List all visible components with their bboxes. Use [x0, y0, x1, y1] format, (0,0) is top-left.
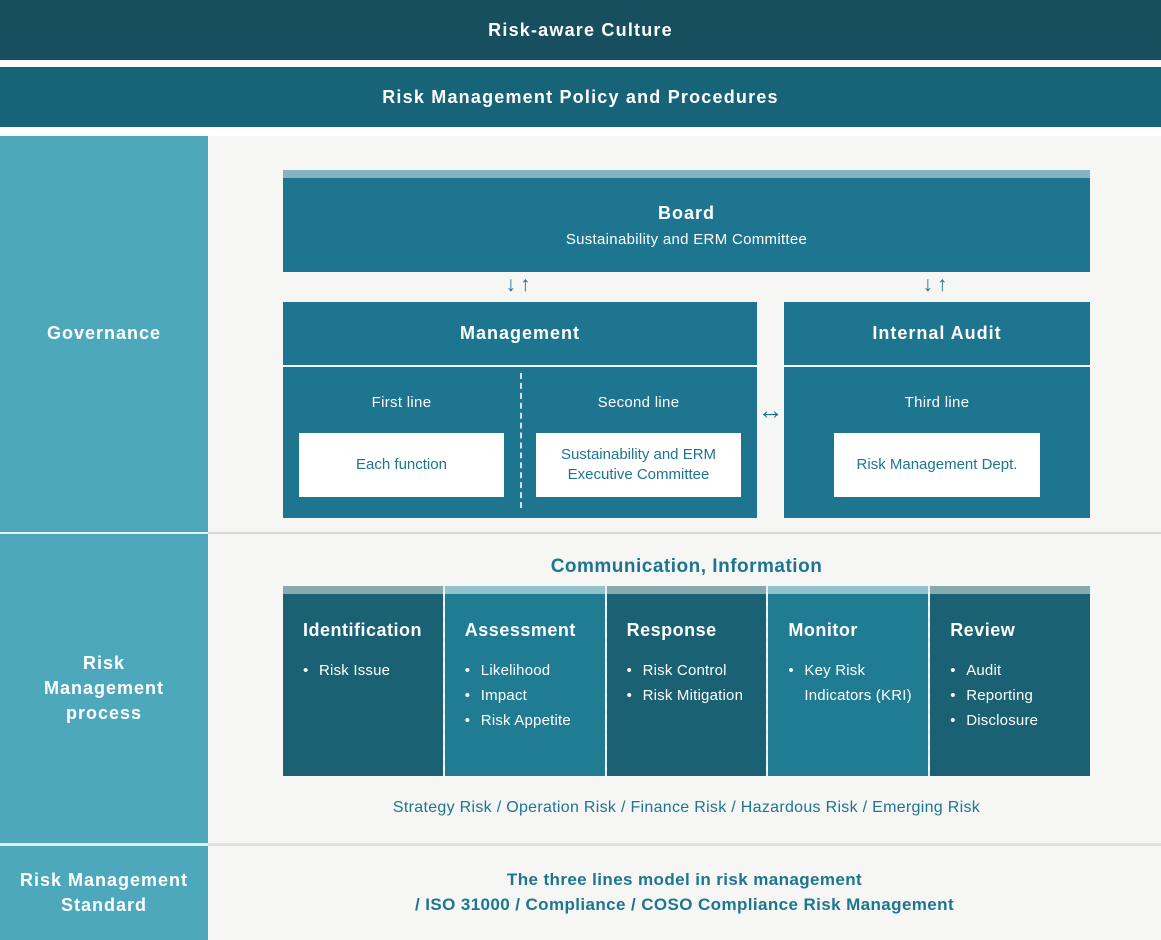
column-body: Response Risk Control Risk Mitigation [606, 594, 767, 776]
sustainability-erm-executive-committee-box: Sustainability and ERM Executive Committ… [536, 433, 741, 497]
process-column-review: Review Audit Reporting Disclosure [928, 586, 1090, 776]
list-item: Risk Control [627, 658, 759, 683]
management-title: Management [459, 323, 581, 343]
column-title: Review [950, 620, 1016, 640]
internal-audit-title: Internal Audit [872, 323, 1002, 343]
second-line-column: Second line Sustainability and ERM Execu… [520, 367, 757, 518]
process-column-monitor: Monitor Key Risk Indicators (KRI) [766, 586, 929, 776]
content-area: Governance Risk Management process Risk … [0, 136, 1161, 940]
banner-divider [0, 127, 1161, 136]
up-arrow-icon: ↑ [520, 273, 535, 296]
risk-types-line: Strategy Risk / Operation Risk / Finance… [392, 799, 981, 816]
first-line-label: First line [371, 394, 432, 411]
list-item: Audit [950, 658, 1082, 683]
column-top-strip [930, 586, 1090, 594]
process-column-response: Response Risk Control Risk Mitigation [604, 586, 767, 776]
second-line-label: Second line [597, 394, 680, 411]
internal-audit-body: Third line Risk Management Dept. [784, 367, 1090, 518]
risk-management-dept-label: Risk Management Dept. [856, 455, 1018, 473]
management-audit-connector: ↔ [757, 302, 784, 518]
column-body: Identification Risk Issue [283, 594, 443, 776]
standard-line2: / ISO 31000 / Compliance / COSO Complian… [414, 895, 955, 914]
list-item: Reporting [950, 683, 1082, 708]
management-box: Management First line Each function [283, 302, 757, 518]
process-label-line1: Risk [82, 652, 126, 673]
standard-line1: The three lines model in risk management [506, 870, 863, 890]
risk-aware-culture-label: Risk-aware Culture [488, 19, 673, 40]
column-body: Assessment Likelihood Impact Risk Appeti… [444, 594, 605, 776]
sidebar-section-governance: Governance [0, 136, 208, 534]
process-label-line2: Management [43, 677, 165, 698]
board-audit-arrows: ↓ ↑ [923, 273, 952, 297]
management-header: Management [283, 302, 757, 367]
board-box: Board Sustainability and ERM Committee [283, 178, 1090, 272]
standard-label-line2: Standard [60, 895, 147, 915]
column-items: Key Risk Indicators (KRI) [788, 658, 920, 708]
sidebar: Governance Risk Management process Risk … [0, 136, 208, 940]
sidebar-section-risk-management-process: Risk Management process [0, 534, 208, 846]
list-item: Risk Appetite [465, 708, 597, 733]
board-title: Board [657, 202, 715, 223]
internal-audit-header: Internal Audit [784, 302, 1090, 367]
list-item: Impact [465, 683, 597, 708]
list-item: Disclosure [950, 708, 1082, 733]
board-block: Board Sustainability and ERM Committee [283, 170, 1090, 272]
column-top-strip [283, 586, 443, 594]
standard-label-line1: Risk Management [19, 869, 189, 890]
banner-divider [0, 60, 1161, 67]
column-body: Monitor Key Risk Indicators (KRI) [768, 594, 929, 776]
risk-aware-culture-banner: Risk-aware Culture [0, 0, 1161, 60]
sustainability-erm-executive-committee-label: Sustainability and ERM Executive Committ… [560, 445, 717, 483]
policy-procedures-banner: Risk Management Policy and Procedures [0, 67, 1161, 127]
governance-label: Governance [46, 323, 162, 344]
column-items: Risk Issue [303, 658, 435, 683]
down-arrow-icon: ↓ [505, 273, 520, 296]
communication-information-heading: Communication, Information [550, 556, 823, 577]
risk-management-process-section: Communication, Information Identificatio… [208, 534, 1161, 846]
list-item: Likelihood [465, 658, 597, 683]
process-columns: Identification Risk Issue Assessment Lik… [283, 586, 1090, 776]
column-title: Identification [303, 620, 422, 640]
column-title: Monitor [788, 620, 858, 640]
each-function-box: Each function [299, 433, 504, 497]
column-title: Response [626, 620, 717, 640]
column-title: Assessment [464, 620, 576, 640]
board-subtitle: Sustainability and ERM Committee [565, 230, 808, 248]
policy-procedures-label: Risk Management Policy and Procedures [382, 86, 779, 107]
column-top-strip [606, 586, 767, 594]
process-column-identification: Identification Risk Issue [283, 586, 443, 776]
column-items: Risk Control Risk Mitigation [627, 658, 759, 709]
column-items: Audit Reporting Disclosure [950, 658, 1082, 734]
column-top-strip [444, 586, 605, 594]
each-function-label: Each function [356, 455, 447, 473]
first-second-line-divider [520, 373, 522, 508]
board-top-strip [283, 170, 1090, 178]
three-lines-row: Management First line Each function [283, 302, 1090, 518]
board-connection-arrows: ↓ ↑ ↓ ↑ [283, 272, 1090, 302]
column-items: Likelihood Impact Risk Appetite [465, 658, 597, 734]
column-body: Review Audit Reporting Disclosure [930, 594, 1090, 776]
first-line-column: First line Each function [283, 367, 520, 518]
sidebar-section-risk-management-standard: Risk Management Standard [0, 846, 208, 940]
up-arrow-icon: ↑ [937, 273, 952, 296]
governance-section: Board Sustainability and ERM Committee ↓… [208, 136, 1161, 534]
double-arrow-icon: ↔ [757, 394, 784, 425]
column-top-strip [768, 586, 929, 594]
down-arrow-icon: ↓ [922, 273, 937, 296]
process-label-line3: process [65, 703, 143, 724]
list-item: Key Risk Indicators (KRI) [788, 658, 920, 708]
risk-management-standard-section: The three lines model in risk management… [208, 846, 1161, 940]
board-management-arrows: ↓ ↑ [506, 273, 535, 297]
list-item: Risk Issue [303, 658, 435, 683]
risk-management-standard-label: Risk Management Standard [20, 868, 188, 918]
management-body: First line Each function Second line Sus… [283, 367, 757, 518]
list-item: Risk Mitigation [627, 683, 759, 708]
risk-management-dept-box: Risk Management Dept. [834, 433, 1040, 497]
risk-management-process-label: Risk Management process [44, 651, 164, 727]
main-panel: Board Sustainability and ERM Committee ↓… [208, 136, 1161, 940]
third-line-label: Third line [904, 394, 970, 411]
process-column-assessment: Assessment Likelihood Impact Risk Appeti… [442, 586, 605, 776]
internal-audit-box: Internal Audit Third line Risk Managemen… [784, 302, 1090, 518]
third-line-column: Third line Risk Management Dept. [784, 367, 1090, 518]
